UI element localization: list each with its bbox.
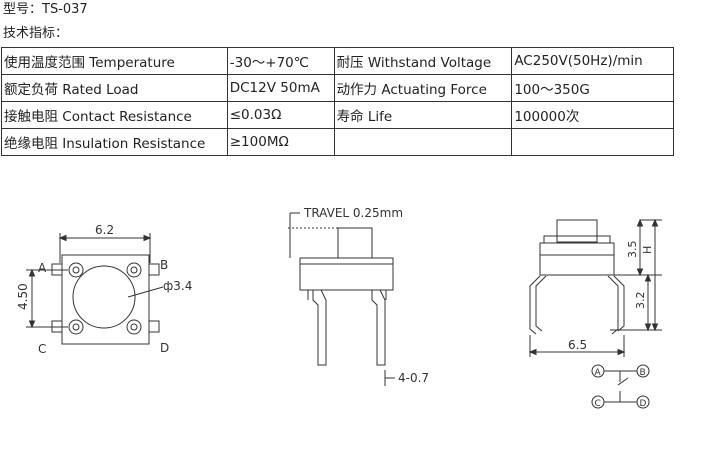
table-row: 额定负荷 Rated Load DC12V 50mA 动作力 Actuating…: [1, 74, 674, 102]
side-view-drawing: [528, 218, 662, 357]
pin-c-label: C: [38, 342, 46, 356]
spec-value: ≥100MΩ: [226, 128, 335, 156]
spec-label: 耐压 Withstand Voltage: [333, 47, 513, 75]
dim-3-2-label: 3.2: [634, 292, 647, 310]
dim-height-label: 4.50: [16, 283, 30, 310]
spec-label: 接触电阻 Contact Resistance: [1, 101, 228, 129]
spec-table: 使用温度范围 Temperature -30～+70℃ 耐压 Withstand…: [1, 47, 674, 156]
table-row: 使用温度范围 Temperature -30～+70℃ 耐压 Withstand…: [1, 47, 674, 75]
pin-dim-label: 4-0.7: [398, 371, 429, 385]
spec-title: 技术指标：: [3, 26, 69, 41]
spec-value: DC12V 50mA: [226, 74, 335, 102]
front-view-drawing: [288, 212, 395, 386]
model-number: 型号：TS-037: [3, 2, 88, 17]
schematic-d-label: D: [640, 399, 647, 409]
pin-d-label: D: [160, 341, 169, 355]
schematic-diagram: [591, 364, 650, 409]
table-row: 接触电阻 Contact Resistance ≤0.03Ω 寿命 Life 1…: [1, 101, 674, 129]
schematic-b-label: B: [640, 368, 646, 378]
table-row: 绝缘电阻 Insulation Resistance ≥100MΩ: [1, 128, 674, 156]
schematic-c-label: C: [595, 399, 601, 409]
spec-label: 额定负荷 Rated Load: [1, 74, 228, 102]
dim-width-label: 6.2: [95, 223, 114, 237]
top-view-drawing: [26, 233, 164, 345]
spec-value: AC250V(50Hz)/min: [511, 47, 674, 75]
spec-value: [511, 128, 674, 156]
schematic-a-label: A: [595, 368, 602, 378]
spec-label: 绝缘电阻 Insulation Resistance: [1, 128, 228, 156]
spec-value: 100～350G: [511, 74, 674, 102]
spec-label: 使用温度范围 Temperature: [1, 47, 228, 75]
spec-label: 动作力 Actuating Force: [333, 74, 513, 102]
spec-value: -30～+70℃: [226, 47, 335, 75]
spec-label: [333, 128, 513, 156]
dim-3-5-label: 3.5: [626, 241, 639, 259]
pin-b-label: B: [160, 258, 168, 272]
technical-drawings: 6.2 4.50 ф3.4 A B C D TRAVEL 0.25mm 4-0.…: [16, 206, 662, 409]
dim-hole-label: ф3.4: [163, 279, 192, 293]
spec-value: 100000次: [511, 101, 674, 129]
button-circle: [72, 265, 136, 329]
switch-body-outline: [61, 254, 150, 345]
spec-value: ≤0.03Ω: [226, 101, 335, 129]
dim-h-label: H: [641, 246, 654, 254]
pin-a-label: A: [38, 261, 47, 275]
spec-label: 寿命 Life: [333, 101, 513, 129]
dim-6-5-label: 6.5: [568, 338, 587, 352]
travel-label: TRAVEL 0.25mm: [303, 206, 403, 220]
